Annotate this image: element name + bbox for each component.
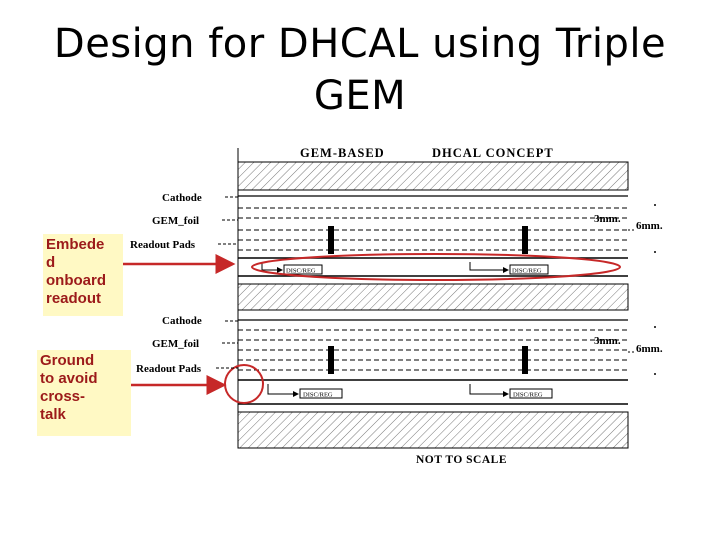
- dim-3mm-1: 3mm.: [594, 213, 621, 225]
- label-readout-pads-1: Readout Pads: [130, 239, 196, 251]
- trace-2a: [267, 384, 299, 397]
- chip-1a-label: DISC/REG: [286, 268, 316, 275]
- trace-1a: [261, 262, 283, 273]
- slide-title: Design for DHCAL using Triple GEM: [53, 21, 667, 119]
- readout-pad-1b: [522, 226, 528, 254]
- trace-2b: [469, 384, 509, 397]
- label-readout-pads-2: Readout Pads: [136, 363, 202, 375]
- dim-6mm-1: 6mm.: [636, 220, 663, 232]
- absorber-plate-1: [237, 161, 629, 191]
- onboard-readout-highlight: [251, 253, 621, 281]
- diagram-footer: NOT TO SCALE: [416, 454, 507, 466]
- chip-1b-label: DISC/REG: [512, 268, 542, 275]
- ground-highlight: [224, 364, 264, 404]
- trace-1b: [469, 262, 509, 273]
- chip-2b-label: DISC/REG: [513, 392, 543, 399]
- callout-ground-crosstalk: Ground to avoid cross- talk: [37, 350, 131, 436]
- callout-embedded-readout: Embede d onboard readout: [43, 234, 123, 316]
- chip-2a-label: DISC/REG: [303, 392, 333, 399]
- dim-3mm-2: 3mm.: [594, 335, 621, 347]
- absorber-plate-3: [237, 411, 629, 449]
- chip-1a: [283, 264, 323, 275]
- dim-6mm-2: 6mm.: [636, 343, 663, 355]
- diagram-header-left: GEM-BASED: [300, 146, 385, 160]
- label-gem-foil-2: GEM_foil: [152, 338, 199, 350]
- label-gem-foil-1: GEM_foil: [152, 215, 199, 227]
- readout-pad-1a: [328, 226, 334, 254]
- chip-2b: [509, 388, 553, 399]
- chip-1b: [509, 264, 549, 275]
- label-cathode-1: Cathode: [162, 192, 202, 204]
- diagram-header-right: DHCAL CONCEPT: [432, 146, 554, 160]
- absorber-plate-2: [237, 283, 629, 311]
- label-cathode-2: Cathode: [162, 315, 202, 327]
- readout-pad-2a: [328, 346, 334, 374]
- readout-pad-2b: [522, 346, 528, 374]
- chip-2a: [299, 388, 343, 399]
